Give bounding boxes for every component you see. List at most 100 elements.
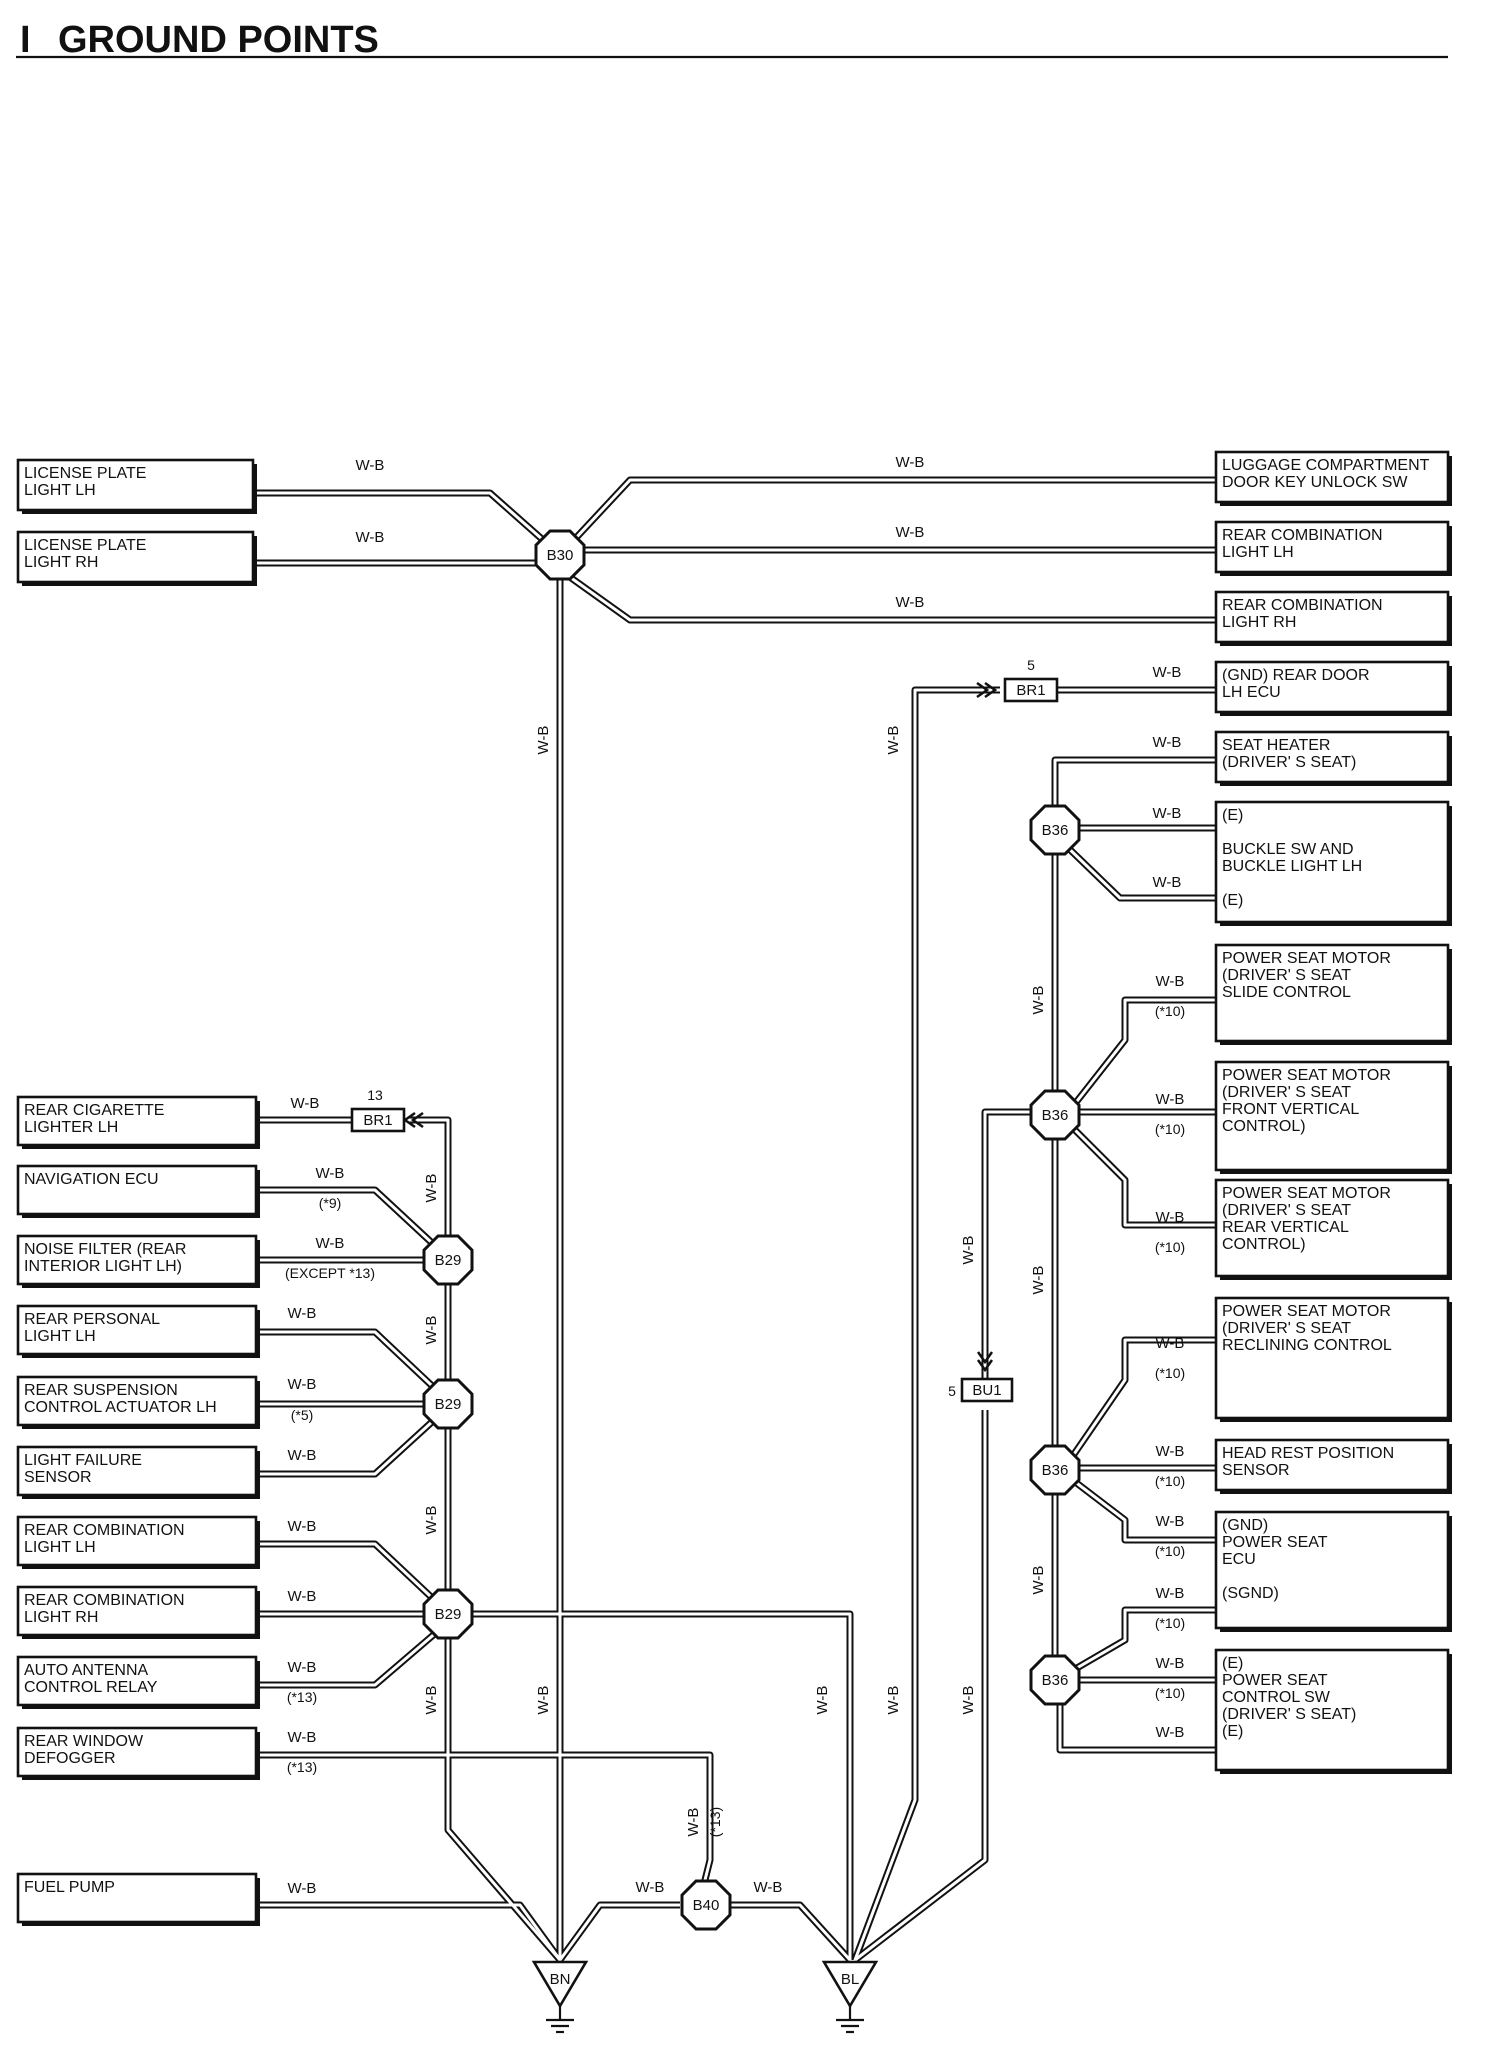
wire-core-40: [260, 1903, 562, 1961]
component-label: REAR PERSONAL: [24, 1311, 160, 1328]
wire-core-18: [1069, 1476, 1216, 1542]
component-label: FUEL PUMP: [24, 1879, 115, 1896]
wire-color-label: W-B: [896, 524, 925, 541]
component-fuel: FUEL PUMP: [16, 1872, 260, 1926]
option-note: (*10): [1155, 1615, 1185, 1631]
wire-core-35: [260, 1623, 446, 1687]
junction-label: B29: [435, 1252, 462, 1269]
connector-label: BU1: [972, 1382, 1001, 1399]
box-frame: [16, 1375, 258, 1427]
wire-core-16: [1068, 1338, 1216, 1461]
junction-b36d: B36: [1029, 1654, 1081, 1706]
wire-color-label-vertical: W-B: [885, 1686, 902, 1715]
component-psm-front: POWER SEAT MOTOR(DRIVER' S SEAT FRONT VE…: [1214, 1060, 1452, 1174]
component-label: BUCKLE SW AND: [1222, 841, 1354, 858]
junction-label: B36: [1042, 1462, 1069, 1479]
wire-color-label: W-B: [636, 1879, 665, 1896]
junction-b36c: B36: [1029, 1444, 1081, 1496]
junction-octagon: [1029, 1444, 1081, 1496]
junction-b36b: B36: [1029, 1089, 1081, 1141]
component-label: POWER SEAT MOTOR: [1222, 1303, 1391, 1320]
connector-pin: 5: [1027, 657, 1035, 673]
junction-b29c: B29: [422, 1588, 474, 1640]
box-frame: [16, 1234, 258, 1286]
wire-core-10: [1058, 838, 1216, 900]
component-label: LIGHT RH: [1222, 614, 1296, 631]
wire-color-label-vertical: W-B: [535, 1686, 552, 1715]
component-label: LIGHTER LH: [24, 1119, 118, 1136]
option-note: (*13): [287, 1759, 317, 1775]
component-label: (GND) REAR DOOR: [1222, 667, 1370, 684]
box-frame: [1214, 1438, 1450, 1492]
component-nav: NAVIGATION ECU: [16, 1164, 260, 1218]
component-label: LIGHT RH: [24, 554, 98, 571]
wire-color-label: W-B: [1156, 1585, 1185, 1602]
wire-7: [851, 686, 1000, 1962]
component-label: INTERIOR LIGHT LH): [24, 1258, 182, 1275]
box-frame: [16, 1585, 258, 1637]
ground-triangle: [531, 1960, 589, 2009]
connector-br1-l: BR1: [350, 1107, 406, 1133]
wire-color-label: W-B: [288, 1880, 317, 1897]
box-frame: [1214, 1296, 1450, 1420]
wire-color-label: W-B: [1153, 874, 1182, 891]
box-frame: [1214, 1510, 1450, 1630]
wire-18: [1067, 1475, 1216, 1544]
wire-23: [981, 1108, 1040, 1378]
connector-body: [960, 1377, 1014, 1403]
junction-octagon: [1029, 1654, 1081, 1706]
component-label: POWER SEAT: [1222, 1672, 1328, 1689]
wire-core-20: [1069, 1608, 1216, 1674]
box-frame: [1214, 800, 1450, 924]
wire-core-24: [854, 1410, 987, 1962]
option-note: (*10): [1155, 1239, 1185, 1255]
connector-pin: 13: [367, 1087, 383, 1103]
component-psm-slide: POWER SEAT MOTOR(DRIVER' S SEAT SLIDE CO…: [1214, 943, 1452, 1045]
component-psm-rear: POWER SEAT MOTOR(DRIVER' S SEAT REAR VER…: [1214, 1178, 1452, 1280]
wire-35: [260, 1622, 448, 1689]
ground-label: BN: [550, 1971, 571, 1988]
wire-16: [1067, 1336, 1216, 1462]
component-label: LIGHT LH: [24, 482, 96, 499]
wire-color-label: W-B: [1153, 734, 1182, 751]
wire-color-label-vertical: W-B: [1030, 1266, 1047, 1295]
wire-color-label: W-B: [288, 1588, 317, 1605]
component-label: REAR COMBINATION: [24, 1592, 185, 1609]
component-label: LIGHT FAILURE: [24, 1452, 142, 1469]
connector-chevron-0: [976, 681, 998, 699]
box-frame: [1214, 590, 1450, 644]
wire-color-label: W-B: [1156, 1209, 1185, 1226]
section-marker: I: [20, 19, 31, 61]
ground-bl: BL: [821, 1960, 879, 2034]
wire-core-23: [983, 1110, 1040, 1378]
junction-octagon: [1029, 804, 1081, 856]
component-label: SEAT HEATER: [1222, 737, 1330, 754]
wire-4: [557, 567, 1216, 624]
component-label: (GND): [1222, 1517, 1268, 1534]
wire-color-label-vertical: W-B: [960, 1236, 977, 1265]
component-psm-recl: POWER SEAT MOTOR(DRIVER' S SEAT RECLININ…: [1214, 1296, 1452, 1422]
wire-color-label: W-B: [356, 457, 385, 474]
component-label: (DRIVER' S SEAT): [1222, 1706, 1356, 1723]
wire-27: [260, 1186, 448, 1258]
box-frame: [16, 1304, 258, 1356]
junction-label: B30: [547, 547, 574, 564]
wire-core-27: [260, 1188, 447, 1257]
option-note-vertical: (*13): [707, 1807, 723, 1837]
component-label: LIGHT LH: [1222, 544, 1294, 561]
wire-color-label: W-B: [1156, 1443, 1185, 1460]
junction-label: B29: [435, 1606, 462, 1623]
wire-color-label: W-B: [356, 529, 385, 546]
component-label: (DRIVER' S SEAT: [1222, 1320, 1351, 1337]
junction-label: B36: [1042, 1672, 1069, 1689]
wire-core-26: [408, 1118, 450, 1260]
wire-color-label: W-B: [1156, 1513, 1185, 1530]
